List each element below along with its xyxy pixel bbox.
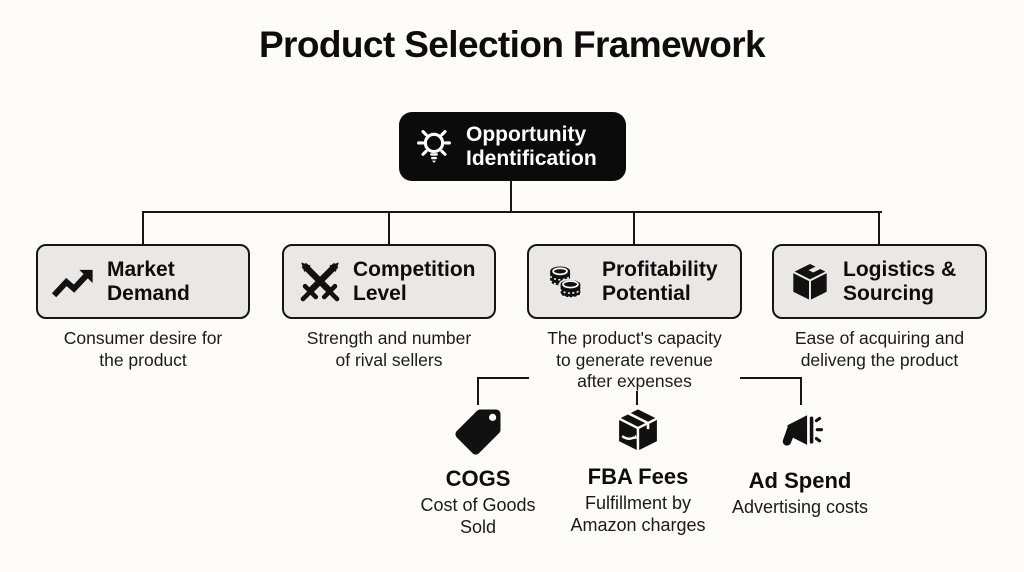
page-title: Product Selection Framework xyxy=(258,24,766,65)
connector-drop-market-demand xyxy=(142,212,144,246)
cost-item-fba-fees: FBA Fees Fulfillment by Amazon charges xyxy=(558,400,718,537)
cost-item-description: Advertising costs xyxy=(731,497,869,517)
node-market-demand: Market Demand xyxy=(36,244,250,319)
node-title-line2: Demand xyxy=(107,281,190,305)
connector-fba-drop xyxy=(636,391,638,405)
node-title: Market Demand xyxy=(107,258,190,305)
node-title: Opportunity Identification xyxy=(466,123,597,170)
node-title: Competition Level xyxy=(353,258,475,305)
node-description-competition-level: Strength and number of rival sellers xyxy=(306,328,472,370)
connector-adspend-elbow-h xyxy=(740,377,802,379)
node-title-line2: Potential xyxy=(602,281,691,305)
connector-drop-logistics-sourcing xyxy=(878,212,880,246)
node-description-market-demand: Consumer desire for the product xyxy=(63,328,223,370)
price-tag-icon xyxy=(408,402,548,462)
lightbulb-icon xyxy=(412,125,456,169)
connector-drop-profitability-potential xyxy=(633,212,635,246)
node-title-line1: Opportunity xyxy=(466,122,587,146)
node-title-line1: Profitability xyxy=(602,257,718,281)
cost-item-description: Cost of Goods Sold xyxy=(420,495,536,537)
connector-branch-hline xyxy=(142,211,882,213)
node-title-line2: Level xyxy=(353,281,407,305)
node-competition-level: Competition Level xyxy=(282,244,496,319)
node-title: Profitability Potential xyxy=(602,258,718,305)
cost-item-title: COGS xyxy=(445,466,511,491)
connector-cogs-elbow-h xyxy=(477,377,529,379)
node-title: Logistics & Sourcing xyxy=(843,258,956,305)
node-title-line1: Competition xyxy=(353,257,476,281)
node-profitability-potential: Profitability Potential xyxy=(527,244,742,319)
node-title-line1: Logistics & xyxy=(843,257,957,281)
node-title-line1: Market xyxy=(107,257,175,281)
coins-icon xyxy=(542,259,592,305)
amazon-box-icon xyxy=(558,400,718,460)
package-icon xyxy=(787,259,833,305)
node-description-logistics-sourcing: Ease of acquiring and deliveng the produ… xyxy=(794,328,965,370)
node-opportunity-identification: Opportunity Identification xyxy=(399,112,626,181)
connector-cogs-elbow-v xyxy=(477,377,479,405)
megaphone-icon xyxy=(716,404,884,464)
cost-item-ad-spend: Ad Spend Advertising costs xyxy=(716,404,884,519)
crossed-swords-icon xyxy=(297,259,343,305)
cost-item-title: FBA Fees xyxy=(587,464,689,489)
node-title-line2: Sourcing xyxy=(843,281,935,305)
cost-item-cogs: COGS Cost of Goods Sold xyxy=(408,402,548,539)
cost-item-description: Fulfillment by Amazon charges xyxy=(570,493,706,535)
connector-drop-competition-level xyxy=(388,212,390,246)
trending-up-icon xyxy=(51,263,97,301)
node-title-line2: Identification xyxy=(466,146,597,170)
cost-item-title: Ad Spend xyxy=(748,468,852,493)
node-description-profitability-potential: The product's capacity to generate reven… xyxy=(547,328,722,392)
connector-adspend-elbow-v xyxy=(800,377,802,405)
connector-root-drop xyxy=(510,180,512,213)
node-logistics-sourcing: Logistics & Sourcing xyxy=(772,244,987,319)
